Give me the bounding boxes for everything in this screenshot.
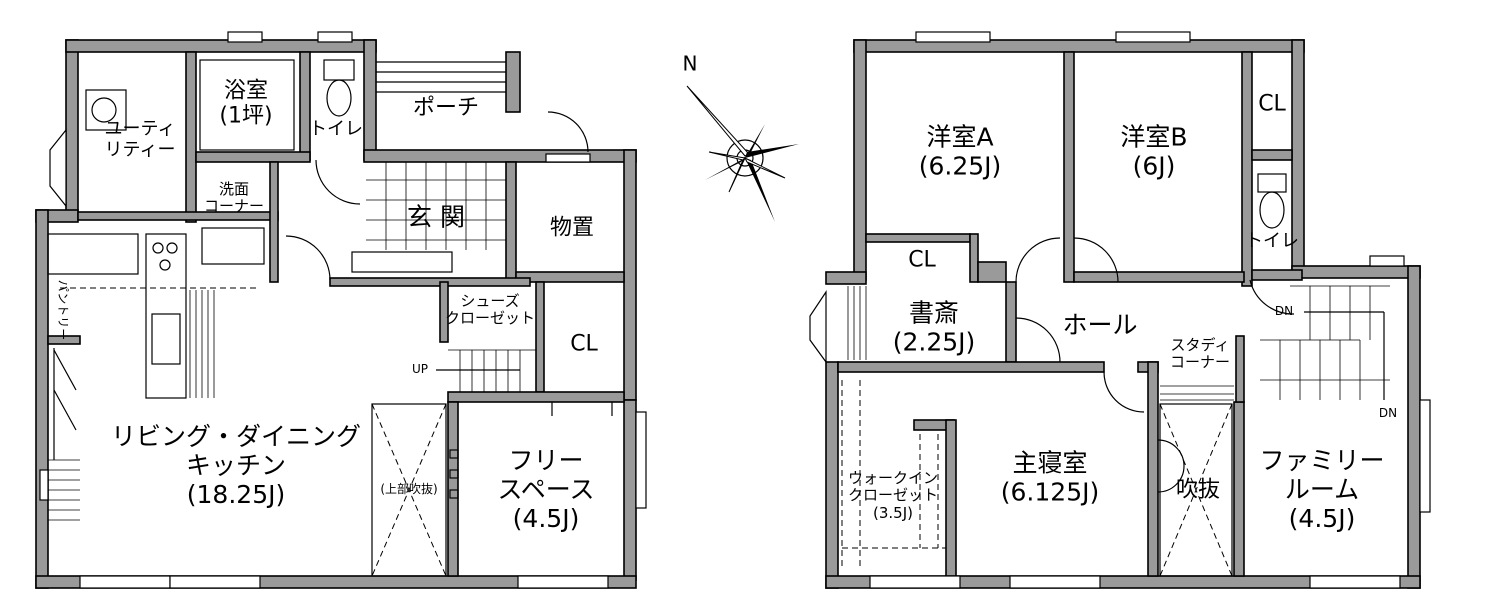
closet-b-label: CL	[1258, 91, 1286, 117]
hall-label: ホール	[1062, 310, 1138, 340]
toilet-label-2f: トイレ	[1245, 230, 1299, 252]
room-a-label: 洋室A(6.25J)	[918, 122, 1002, 180]
family-room-label: ファミリールーム(4.5J)	[1259, 445, 1385, 533]
study-label: 書斎(2.25J)	[892, 298, 976, 356]
room-b-label: 洋室B(6J)	[1120, 122, 1188, 180]
pantry-label: パントリー	[55, 279, 70, 341]
void-label-2f: 吹抜	[1175, 477, 1221, 503]
storage-label: 物置	[549, 215, 595, 241]
porch-label: ポーチ	[412, 95, 480, 121]
compass-rose	[686, 85, 799, 222]
master-bedroom-label: 主寝室(6.125J)	[1000, 448, 1100, 506]
dn-label-1: DN	[1274, 304, 1294, 319]
ldk-label: リビング・ダイニングキッチン(18.25J)	[110, 421, 362, 509]
compass-north-label: N	[682, 51, 698, 76]
floor2-fixtures	[841, 173, 1390, 577]
floor2-walls	[825, 39, 1421, 589]
floor2-windows	[809, 31, 1431, 589]
floor1-fixtures	[47, 59, 613, 577]
walk-in-closet-label: ウォークインクローゼット(3.5J)	[847, 469, 939, 522]
void-upper-label: (上部吹抜)	[380, 482, 438, 497]
bath-label: 浴室(1坪)	[219, 78, 273, 129]
shoe-closet-label: シューズクローゼット	[444, 291, 536, 327]
up-label: UP	[411, 362, 429, 377]
closet-label-1f: CL	[570, 331, 598, 357]
free-space-label: フリースペース(4.5J)	[497, 445, 595, 533]
floor1-windows	[39, 31, 647, 589]
washroom-label: 洗面コーナー	[203, 179, 265, 215]
toilet-label-1f: トイレ	[309, 118, 363, 140]
study-corner-label: スタディコーナー	[1169, 335, 1231, 371]
utility-label: ユーティリティー	[104, 118, 176, 160]
dn-label-2: DN	[1378, 406, 1398, 421]
entrance-label: 玄 関	[407, 202, 465, 232]
closet-a-label: CL	[908, 247, 936, 273]
